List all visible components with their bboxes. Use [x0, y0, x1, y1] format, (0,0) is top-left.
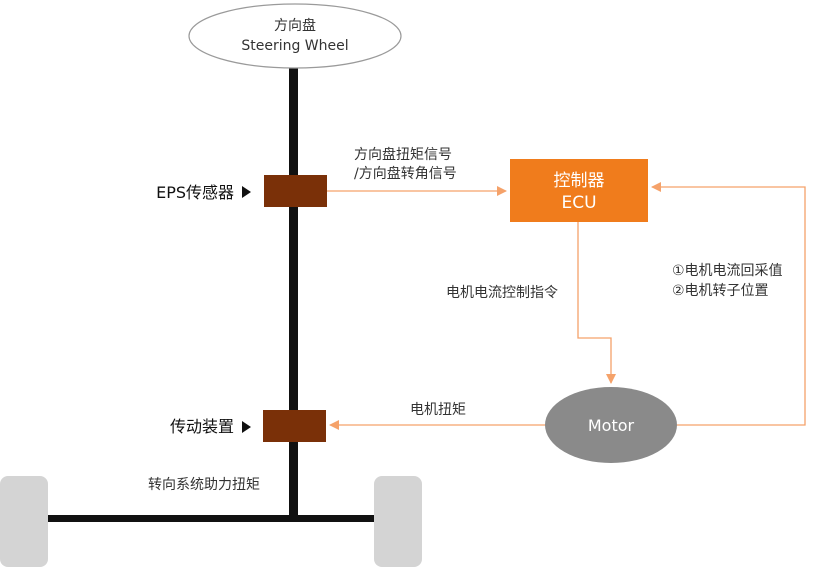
- motor: [545, 387, 677, 463]
- ecu-label-cn: 控制器: [554, 171, 605, 191]
- motor-label: Motor: [588, 416, 635, 435]
- left-wheel: [0, 476, 48, 567]
- sensor-to-ecu-label-line1: 方向盘扭矩信号: [354, 146, 452, 163]
- eps-sensor-label: EPS传感器: [156, 183, 234, 202]
- motor-torque-label: 电机扭矩: [410, 402, 466, 418]
- assist-torque-label: 转向系统助力扭矩: [148, 477, 260, 493]
- triangle-right-icon: [242, 421, 251, 433]
- transmission-label: 传动装置: [170, 417, 234, 436]
- right-wheel: [374, 476, 422, 567]
- motor-feedback-arrow: [651, 182, 806, 426]
- steering-wheel-label-cn: 方向盘: [274, 17, 316, 34]
- eps-sensor-block: [264, 175, 327, 207]
- ecu-block: [510, 159, 648, 222]
- ecu-to-motor-arrow: [577, 222, 616, 384]
- motor-feedback-label-line1: ①电机电流回采值: [672, 263, 783, 279]
- ecu-label-en: ECU: [561, 193, 596, 213]
- axle: [48, 515, 374, 522]
- triangle-right-icon: [242, 186, 251, 198]
- motor-feedback-label-line2: ②电机转子位置: [672, 283, 769, 299]
- steering-wheel-label-en: Steering Wheel: [241, 38, 348, 54]
- steering-wheel: [188, 3, 402, 69]
- transmission-block: [263, 410, 326, 442]
- ecu-to-motor-label: 电机电流控制指令: [446, 285, 558, 301]
- steering-shaft: [289, 64, 298, 519]
- sensor-to-ecu-label-line2: /方向盘转角信号: [354, 165, 457, 182]
